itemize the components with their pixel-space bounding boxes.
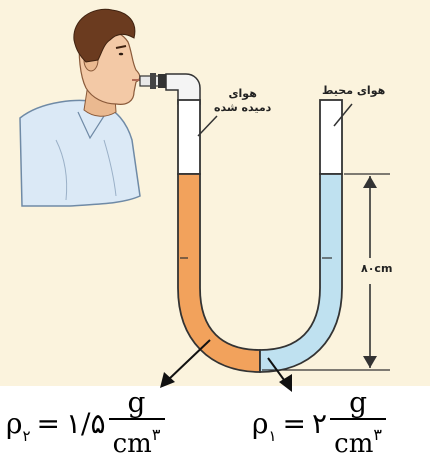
blown-air-label-line1: هوای (228, 87, 257, 100)
ambient-air-label: هوای محیط (322, 84, 386, 97)
unit-exponent: ۳ (373, 425, 382, 444)
equals-sign: = (282, 407, 306, 440)
height-dimension (262, 173, 390, 371)
density-formula-right: ρ ۱ = ۲ g cm۳ (252, 386, 387, 459)
person-hair (73, 8, 136, 63)
density-formula-left: ρ ۲ = ۱/۵ g cm۳ (6, 388, 165, 459)
left-arm-air (177, 99, 201, 175)
unit-denominator: cm۳ (334, 420, 382, 459)
fluid-dense (177, 173, 261, 373)
u-tube (177, 99, 343, 373)
equals-sign: = (36, 407, 60, 440)
density-value: ۱/۵ (66, 407, 106, 440)
unit-fraction: g cm۳ (108, 386, 165, 459)
rho-subscript: ۲ (22, 427, 31, 445)
unit-cm: cm (112, 429, 152, 459)
fraction-bar (330, 418, 387, 420)
rho-symbol: ρ (252, 407, 269, 440)
unit-exponent: ۳ (151, 425, 161, 444)
unit-fraction: g cm۳ (330, 386, 387, 459)
density-value: ۲ (312, 407, 328, 440)
blown-air-label: هوای دمیده شده (214, 87, 271, 115)
person-shirt (19, 99, 141, 207)
height-label: ۸۰cm (360, 262, 394, 275)
unit-numerator: g (349, 386, 368, 419)
person-figure (19, 8, 142, 207)
unit-denominator: cm۳ (113, 420, 161, 459)
unit-cm: cm (334, 429, 374, 459)
mouthpiece (139, 73, 201, 105)
rho-subscript: ۱ (268, 427, 277, 445)
density-arrows (160, 339, 292, 392)
rho-symbol: ρ (6, 407, 23, 440)
blown-air-label-line2: دمیده شده (214, 101, 272, 114)
unit-numerator: g (127, 386, 146, 419)
right-arm-air (319, 99, 343, 175)
blown-air-pointer (197, 115, 218, 137)
fluid-light (259, 173, 343, 373)
ambient-air-pointer (333, 103, 353, 127)
fraction-bar (108, 418, 165, 420)
